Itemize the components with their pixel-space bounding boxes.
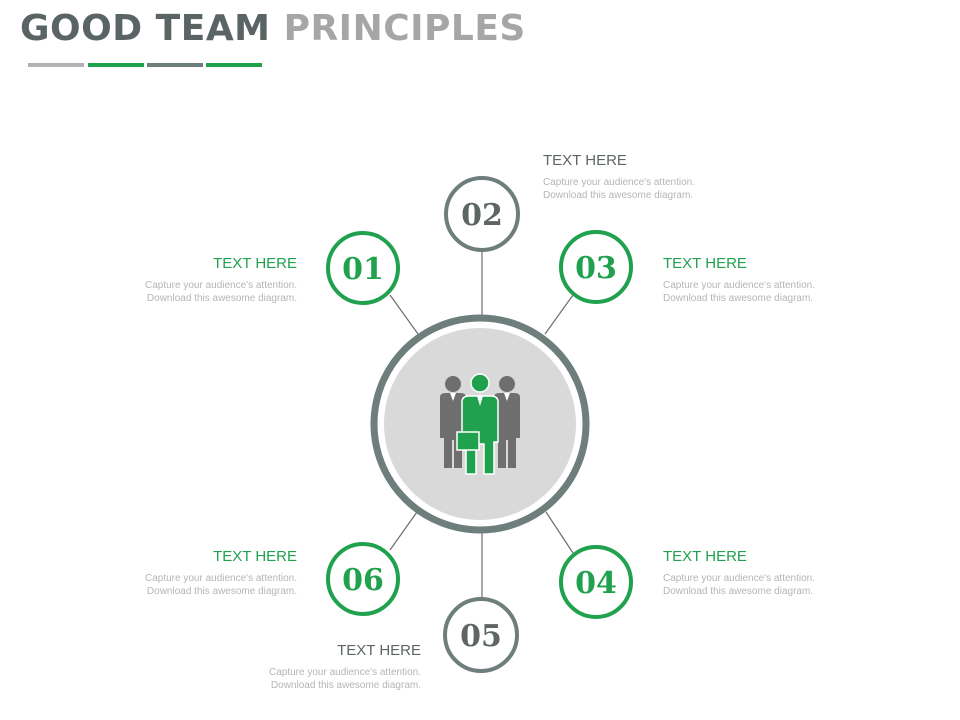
step-text-02: TEXT HERE Capture your audience's attent… <box>543 152 743 202</box>
step-circle-02 <box>444 176 520 252</box>
step-heading-03: TEXT HERE <box>663 255 747 272</box>
step-text-01: TEXT HERE Capture your audience's attent… <box>97 255 297 305</box>
step-number-02: 02 <box>461 198 503 233</box>
step-heading-06: TEXT HERE <box>213 548 297 565</box>
step-circle-06 <box>326 542 400 616</box>
step-text-04: TEXT HERE Capture your audience's attent… <box>663 548 863 598</box>
step-text-03: TEXT HERE Capture your audience's attent… <box>663 255 863 305</box>
team-people-icon <box>440 373 520 475</box>
step-text-05: TEXT HERE Capture your audience's attent… <box>221 642 421 692</box>
step-desc-03-line2: Download this awesome diagram. <box>663 293 814 304</box>
slide-title: GOOD TEAM PRINCIPLES <box>20 6 526 52</box>
step-number-04: 04 <box>575 566 617 601</box>
step-desc-04-line1: Capture your audience's attention. <box>663 573 816 584</box>
title-underline-segment-2 <box>88 63 144 67</box>
step-desc-04-line2: Download this awesome diagram. <box>663 586 814 597</box>
step-number-01: 01 <box>342 252 384 287</box>
title-underline-segment-4 <box>206 63 262 67</box>
step-heading-02: TEXT HERE <box>543 152 627 169</box>
step-desc-03-line1: Capture your audience's attention. <box>663 280 816 291</box>
title-part-2: PRINCIPLES <box>283 8 526 49</box>
step-desc-05-line2: Download this awesome diagram. <box>270 680 421 691</box>
step-circle-05 <box>443 597 519 673</box>
step-circle-03 <box>559 230 633 304</box>
title-part-1: GOOD TEAM <box>20 8 271 49</box>
step-heading-05: TEXT HERE <box>337 642 421 659</box>
step-number-03: 03 <box>575 251 617 286</box>
step-circle-01 <box>326 231 400 305</box>
step-desc-02-line1: Capture your audience's attention. <box>543 177 696 188</box>
step-desc-05-line1: Capture your audience's attention. <box>268 667 421 678</box>
step-heading-04: TEXT HERE <box>663 548 747 565</box>
step-desc-01-line1: Capture your audience's attention. <box>144 280 297 291</box>
title-underline-segment-3 <box>147 63 203 67</box>
title-underline-segment-1 <box>28 63 84 67</box>
step-number-06: 06 <box>342 563 384 598</box>
step-text-06: TEXT HERE Capture your audience's attent… <box>97 548 297 598</box>
connector-06 <box>389 511 418 551</box>
connector-03 <box>544 294 574 335</box>
connector-04 <box>545 511 574 554</box>
step-circle-04 <box>559 545 633 619</box>
connector-01 <box>389 294 419 335</box>
step-desc-06-line2: Download this awesome diagram. <box>146 586 297 597</box>
step-desc-06-line1: Capture your audience's attention. <box>144 573 297 584</box>
step-heading-01: TEXT HERE <box>213 255 297 272</box>
step-number-05: 05 <box>460 619 502 654</box>
step-desc-01-line2: Download this awesome diagram. <box>146 293 297 304</box>
step-desc-02-line2: Download this awesome diagram. <box>543 190 694 201</box>
